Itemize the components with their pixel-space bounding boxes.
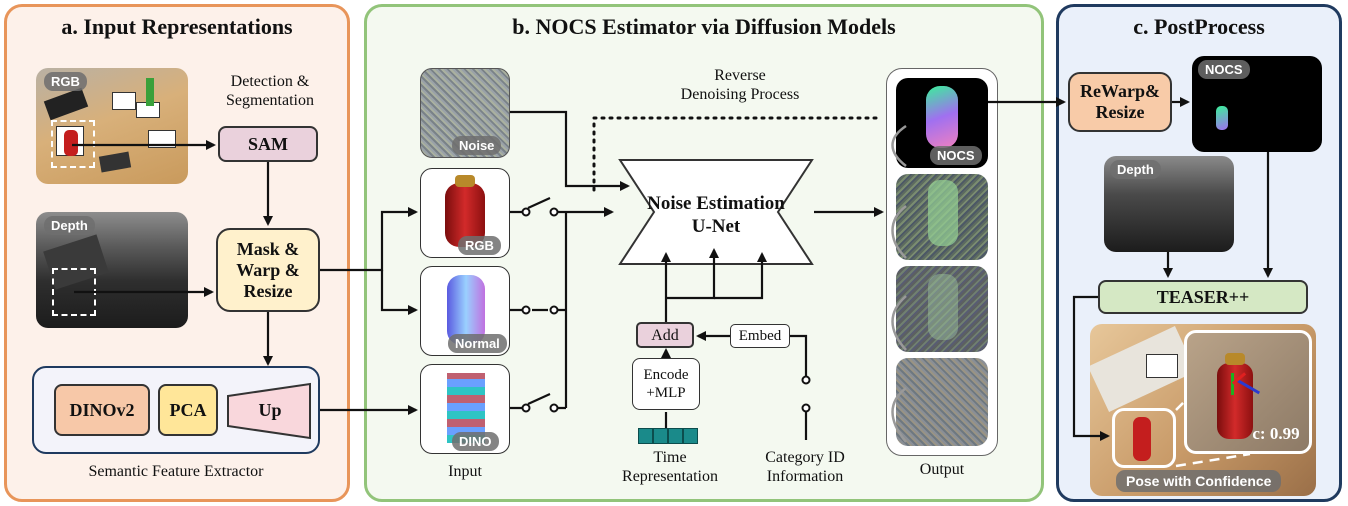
panel-a-title: a. Input Representations	[61, 14, 293, 39]
add-branch-mid	[666, 248, 719, 300]
panel-c-title: c. PostProcess	[1133, 14, 1265, 39]
mask-warp-resize-box: Mask & Warp & Resize	[216, 228, 320, 312]
depth-result-tag: Depth	[1110, 160, 1161, 179]
rewarp-resize-box: ReWarp& Resize	[1068, 72, 1172, 132]
zoom-line-top	[1175, 399, 1187, 411]
dino-crop-image	[420, 364, 510, 454]
depth-tag: Depth	[44, 216, 95, 235]
add-branch-right	[714, 252, 767, 300]
nocs-output-tag: NOCS	[930, 146, 982, 165]
pose-object-box	[1112, 408, 1176, 468]
switch-contact	[549, 305, 559, 315]
mask-to-normal-arrow	[380, 270, 418, 315]
noise-tag: Noise	[452, 136, 502, 155]
up-sampler-shape	[227, 382, 311, 440]
denoise-curve-arrow	[891, 124, 907, 167]
pose-zoom-inset	[1184, 330, 1312, 454]
input-label: Input	[448, 463, 482, 480]
time-representation-label: Time Representation	[622, 449, 718, 485]
switch-contact	[521, 305, 531, 315]
time-cell	[668, 428, 683, 444]
rgb-tag: RGB	[44, 72, 87, 91]
dino-tag: DINO	[452, 432, 499, 451]
switch-contact	[521, 403, 531, 413]
switch-contact	[549, 403, 559, 413]
noise-to-unet-arrow	[510, 110, 630, 191]
denoise-curve-arrow	[891, 205, 907, 259]
category-switch-contact	[801, 375, 811, 385]
output-label: Output	[919, 461, 965, 478]
add-box: Add	[636, 322, 694, 348]
up-label: Up	[258, 400, 282, 420]
pca-box: PCA	[158, 384, 218, 436]
teaser-box: TEASER++	[1098, 280, 1308, 314]
time-cell	[683, 428, 698, 444]
denoise-curve-arrow	[891, 295, 907, 351]
unet-shape	[618, 159, 814, 265]
teaser-to-pose-arrow	[1072, 295, 1110, 441]
switch-contact	[521, 207, 531, 217]
dinov2-box: DINOv2	[54, 384, 150, 436]
reverse-denoising-dotted	[592, 116, 882, 192]
detection-segmentation-label: Detection & Segmentation	[226, 73, 314, 109]
embed-box: Embed	[730, 324, 790, 348]
reverse-denoising-label: Reverse Denoising Process	[680, 67, 800, 103]
mask-to-inputs-line	[320, 207, 418, 272]
category-to-embed-line	[790, 334, 808, 440]
unet-label: Noise Estimation U-Net	[647, 193, 785, 237]
noisy-step-2-image	[896, 266, 988, 352]
category-switch-contact	[801, 403, 811, 413]
semantic-feature-extractor-label: Semantic Feature Extractor	[88, 463, 264, 480]
time-cell	[638, 428, 653, 444]
category-id-label: Category ID Information	[765, 449, 845, 485]
sam-box: SAM	[218, 126, 318, 162]
pose-with-confidence-tag: Pose with Confidence	[1116, 470, 1282, 492]
confidence-label: c: 0.99	[1252, 424, 1300, 443]
encode-mlp-box: Encode +MLP	[632, 358, 700, 410]
zoom-line-bottom	[1175, 452, 1251, 468]
noisy-step-1-image	[896, 174, 988, 260]
time-cell	[653, 428, 668, 444]
rgb-scene-image	[36, 68, 188, 184]
time-representation-cells	[638, 428, 698, 444]
rgb-input-tag: RGB	[458, 236, 501, 255]
normal-tag: Normal	[448, 334, 507, 353]
panel-b-title: b. NOCS Estimator via Diffusion Models	[512, 14, 896, 39]
denoise-curve-arrow	[891, 387, 907, 443]
nocs-result-tag: NOCS	[1198, 60, 1250, 79]
noisy-step-3-image	[896, 358, 988, 446]
switch-contact	[549, 207, 559, 217]
